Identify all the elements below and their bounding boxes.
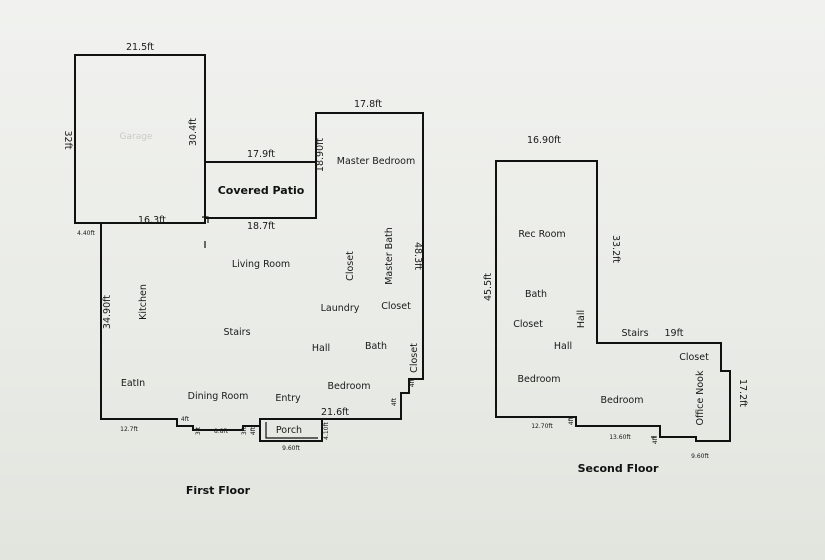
main-outer-walls bbox=[315, 112, 424, 420]
second-floor-walls bbox=[495, 160, 731, 442]
dim-second-notch-b: 4ft bbox=[652, 435, 659, 444]
room-living-room: Living Room bbox=[232, 259, 290, 270]
room-porch: Porch bbox=[276, 425, 302, 436]
dim-second-notch-a: 4ft bbox=[568, 416, 575, 425]
dim-right-notch: 4ft bbox=[409, 378, 416, 387]
dim-kitchen-left: 34.90ft bbox=[102, 295, 113, 329]
dim-garage-right: 30.4ft bbox=[188, 118, 199, 146]
dim-master-top: 17.8ft bbox=[354, 99, 382, 110]
room-dining-room: Dining Room bbox=[188, 391, 249, 402]
room-hall: Hall bbox=[312, 343, 330, 354]
room-closet-2a: Closet bbox=[513, 319, 543, 330]
dim-second-left: 45.5ft bbox=[483, 273, 494, 301]
dim-second-right-upper: 33.2ft bbox=[610, 235, 621, 263]
dim-bottom-right: 21.6ft bbox=[321, 407, 349, 418]
room-laundry: Laundry bbox=[321, 303, 360, 314]
room-bedroom-2b: Bedroom bbox=[601, 395, 644, 406]
room-office-nook: Office Nook bbox=[695, 370, 706, 425]
dim-bottom-left: 12.7ft bbox=[120, 426, 138, 433]
first-floor: Garage Covered Patio Master Bedroom Livi… bbox=[62, 42, 424, 497]
first-floor-title: First Floor bbox=[186, 484, 251, 497]
room-bath-2: Bath bbox=[525, 289, 547, 300]
room-rec-room: Rec Room bbox=[518, 229, 565, 240]
room-garage: Garage bbox=[120, 132, 153, 142]
patio-door-mark bbox=[202, 216, 209, 223]
dim-bed-corner: 4ft bbox=[391, 397, 398, 406]
porch-walls bbox=[259, 418, 323, 442]
dim-garage-top: 21.5ft bbox=[126, 42, 154, 53]
room-closet-b: Closet bbox=[381, 301, 411, 312]
room-bedroom: Bedroom bbox=[328, 381, 371, 392]
dim-step-a: 4ft bbox=[181, 416, 190, 423]
room-bedroom-2a: Bedroom bbox=[518, 374, 561, 385]
room-stairs: Stairs bbox=[223, 327, 250, 338]
second-floor-title: Second Floor bbox=[578, 462, 659, 475]
dim-garage-bottom: 16.3ft bbox=[138, 215, 166, 226]
second-floor: Rec Room Bath Closet Hall Hall Stairs Cl… bbox=[483, 135, 748, 475]
porch-inner bbox=[265, 422, 318, 439]
dim-patio-top: 17.9ft bbox=[247, 149, 275, 160]
dim-step-b: 3ft bbox=[195, 426, 202, 435]
room-bath: Bath bbox=[365, 341, 387, 352]
room-master-bath: Master Bath bbox=[384, 227, 395, 285]
dim-second-bottom-left: 12.70ft bbox=[531, 423, 553, 430]
dim-second-stairs: 19ft bbox=[665, 328, 684, 339]
room-hall-2: Hall bbox=[554, 341, 572, 352]
dim-second-top: 16.90ft bbox=[527, 135, 561, 146]
room-hall-vertical: Hall bbox=[576, 310, 587, 328]
room-closet-c: Closet bbox=[409, 343, 420, 373]
room-eat-in: EatIn bbox=[121, 378, 145, 389]
dim-left-stub: 4.40ft bbox=[77, 230, 95, 237]
dim-second-bottom-right: 9.60ft bbox=[691, 453, 709, 460]
dim-step-d: 4ft bbox=[250, 426, 257, 435]
dim-patio-bottom: 18.7ft bbox=[247, 221, 275, 232]
room-kitchen: Kitchen bbox=[138, 284, 149, 320]
room-closet-a: Closet bbox=[345, 251, 356, 281]
dim-step-mid: 8.8ft bbox=[214, 428, 229, 435]
dim-right-wall: 48.3ft bbox=[412, 242, 423, 270]
room-covered-patio: Covered Patio bbox=[218, 184, 305, 197]
dim-second-right-lower: 17.2ft bbox=[737, 379, 748, 407]
dim-garage-left: 32ft bbox=[62, 131, 73, 150]
room-stairs-2: Stairs bbox=[621, 328, 648, 339]
dim-porch-bottom: 9.60ft bbox=[282, 445, 300, 452]
dim-master-left: 18.90ft bbox=[315, 138, 326, 172]
dim-second-bottom-mid: 13.60ft bbox=[609, 434, 631, 441]
room-closet-2b: Closet bbox=[679, 352, 709, 363]
dim-step-c: 3ft bbox=[241, 426, 248, 435]
dim-porch-side: 4.10ft bbox=[323, 421, 330, 439]
room-master-bedroom: Master Bedroom bbox=[337, 156, 415, 167]
room-entry: Entry bbox=[275, 393, 301, 404]
